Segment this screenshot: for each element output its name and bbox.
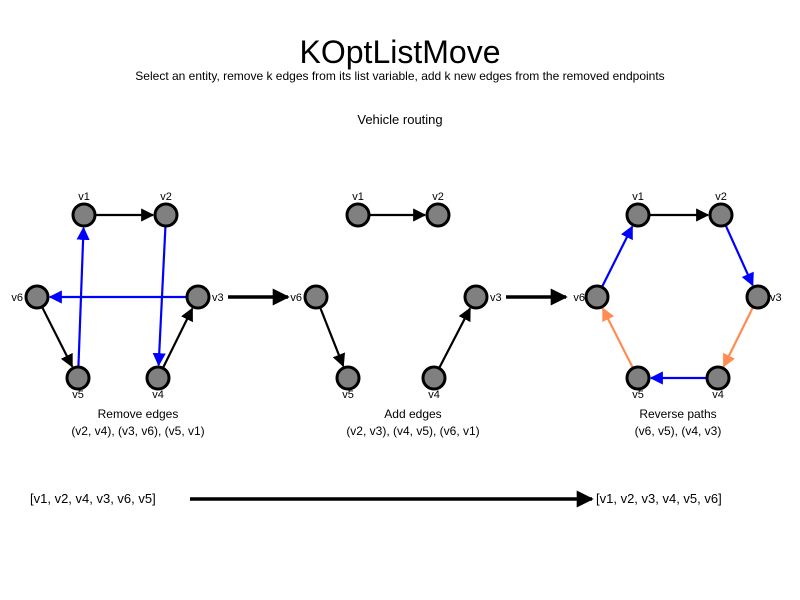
page-subtitle: Select an entity, remove k edges from it… [135,69,664,83]
node-circle-v5[interactable] [65,365,91,391]
node-circle-v3[interactable] [463,284,489,310]
node-v2[interactable]: v2 [153,191,179,228]
node-label-v5: v5 [632,389,644,401]
node-v4[interactable]: v4 [705,365,731,401]
node-label-v1: v1 [632,191,644,203]
edges-reverse [600,208,755,385]
node-v1[interactable]: v1 [71,191,97,228]
node-v6[interactable]: v6 [573,284,610,310]
node-circle-v4[interactable] [145,365,171,391]
node-circle-v1[interactable] [625,202,651,228]
edge-v2-to-v4 [152,225,167,367]
node-v3[interactable]: v3 [185,284,224,310]
node-circle-v3[interactable] [185,284,211,310]
edges-remove [40,208,194,369]
caption-detail-remove: (v2, v4), (v3, v6), (v5, v1) [71,424,204,438]
node-label-v4: v4 [712,389,724,401]
edge-v5-to-v1 [76,226,90,368]
edge-v6-to-v1 [600,225,634,288]
node-label-v6: v6 [290,292,302,304]
node-circle-v3[interactable] [745,284,771,310]
node-v5[interactable]: v5 [335,365,361,401]
node-v2[interactable]: v2 [425,191,451,228]
caption-detail-reverse: (v6, v5), (v4, v3) [635,424,722,438]
node-circle-v4[interactable] [421,365,447,391]
node-label-v4: v4 [152,389,164,401]
node-v2[interactable]: v2 [708,191,734,228]
edges-add [319,208,471,369]
node-circle-v2[interactable] [425,202,451,228]
node-label-v3: v3 [212,292,224,304]
edge-v4-to-v3 [438,307,471,369]
caption-title-add: Add edges [384,407,441,421]
node-circle-v1[interactable] [345,202,371,228]
node-circle-v5[interactable] [625,365,651,391]
edge-v5-to-v6 [601,307,635,369]
edge-v6-to-v5 [319,306,345,368]
node-v1[interactable]: v1 [345,191,371,228]
node-circle-v6[interactable] [303,284,329,310]
page-title: KOptListMove [300,34,501,70]
node-v3[interactable]: v3 [745,284,782,310]
node-v6[interactable]: v6 [290,284,329,310]
node-circle-v4[interactable] [705,365,731,391]
node-circle-v6[interactable] [584,284,610,310]
node-v4[interactable]: v4 [145,365,171,401]
edge-v6-to-v5 [40,306,74,368]
node-circle-v6[interactable] [24,284,50,310]
edge-v3-to-v4 [722,306,755,368]
node-label-v1: v1 [78,191,90,203]
caption-title-remove: Remove edges [98,407,179,421]
node-circle-v2[interactable] [708,202,734,228]
node-label-v5: v5 [342,389,354,401]
node-label-v6: v6 [11,292,23,304]
node-circle-v1[interactable] [71,202,97,228]
node-circle-v2[interactable] [153,202,179,228]
node-label-v3: v3 [490,292,502,304]
node-label-v2: v2 [715,191,727,203]
node-label-v1: v1 [352,191,364,203]
caption-detail-add: (v2, v3), (v4, v5), (v6, v1) [346,424,479,438]
node-v5[interactable]: v5 [625,365,651,401]
node-v4[interactable]: v4 [421,365,447,401]
node-circle-v5[interactable] [335,365,361,391]
node-v5[interactable]: v5 [65,365,91,401]
edge-v2-to-v3 [724,224,754,287]
node-label-v2: v2 [432,191,444,203]
node-v6[interactable]: v6 [11,284,50,310]
list-before: [v1, v2, v4, v3, v6, v5] [30,491,156,506]
node-label-v4: v4 [428,389,440,401]
node-v1[interactable]: v1 [625,191,651,228]
list-after: [v1, v2, v3, v4, v5, v6] [596,491,722,506]
edge-v4-to-v3 [161,307,194,369]
node-v3[interactable]: v3 [463,284,502,310]
node-label-v5: v5 [72,389,84,401]
caption-title-reverse: Reverse paths [639,407,716,421]
node-label-v2: v2 [160,191,172,203]
section-label: Vehicle routing [357,112,442,127]
node-label-v3: v3 [770,292,782,304]
flow-arrows-layer [190,288,594,508]
node-label-v6: v6 [573,292,585,304]
